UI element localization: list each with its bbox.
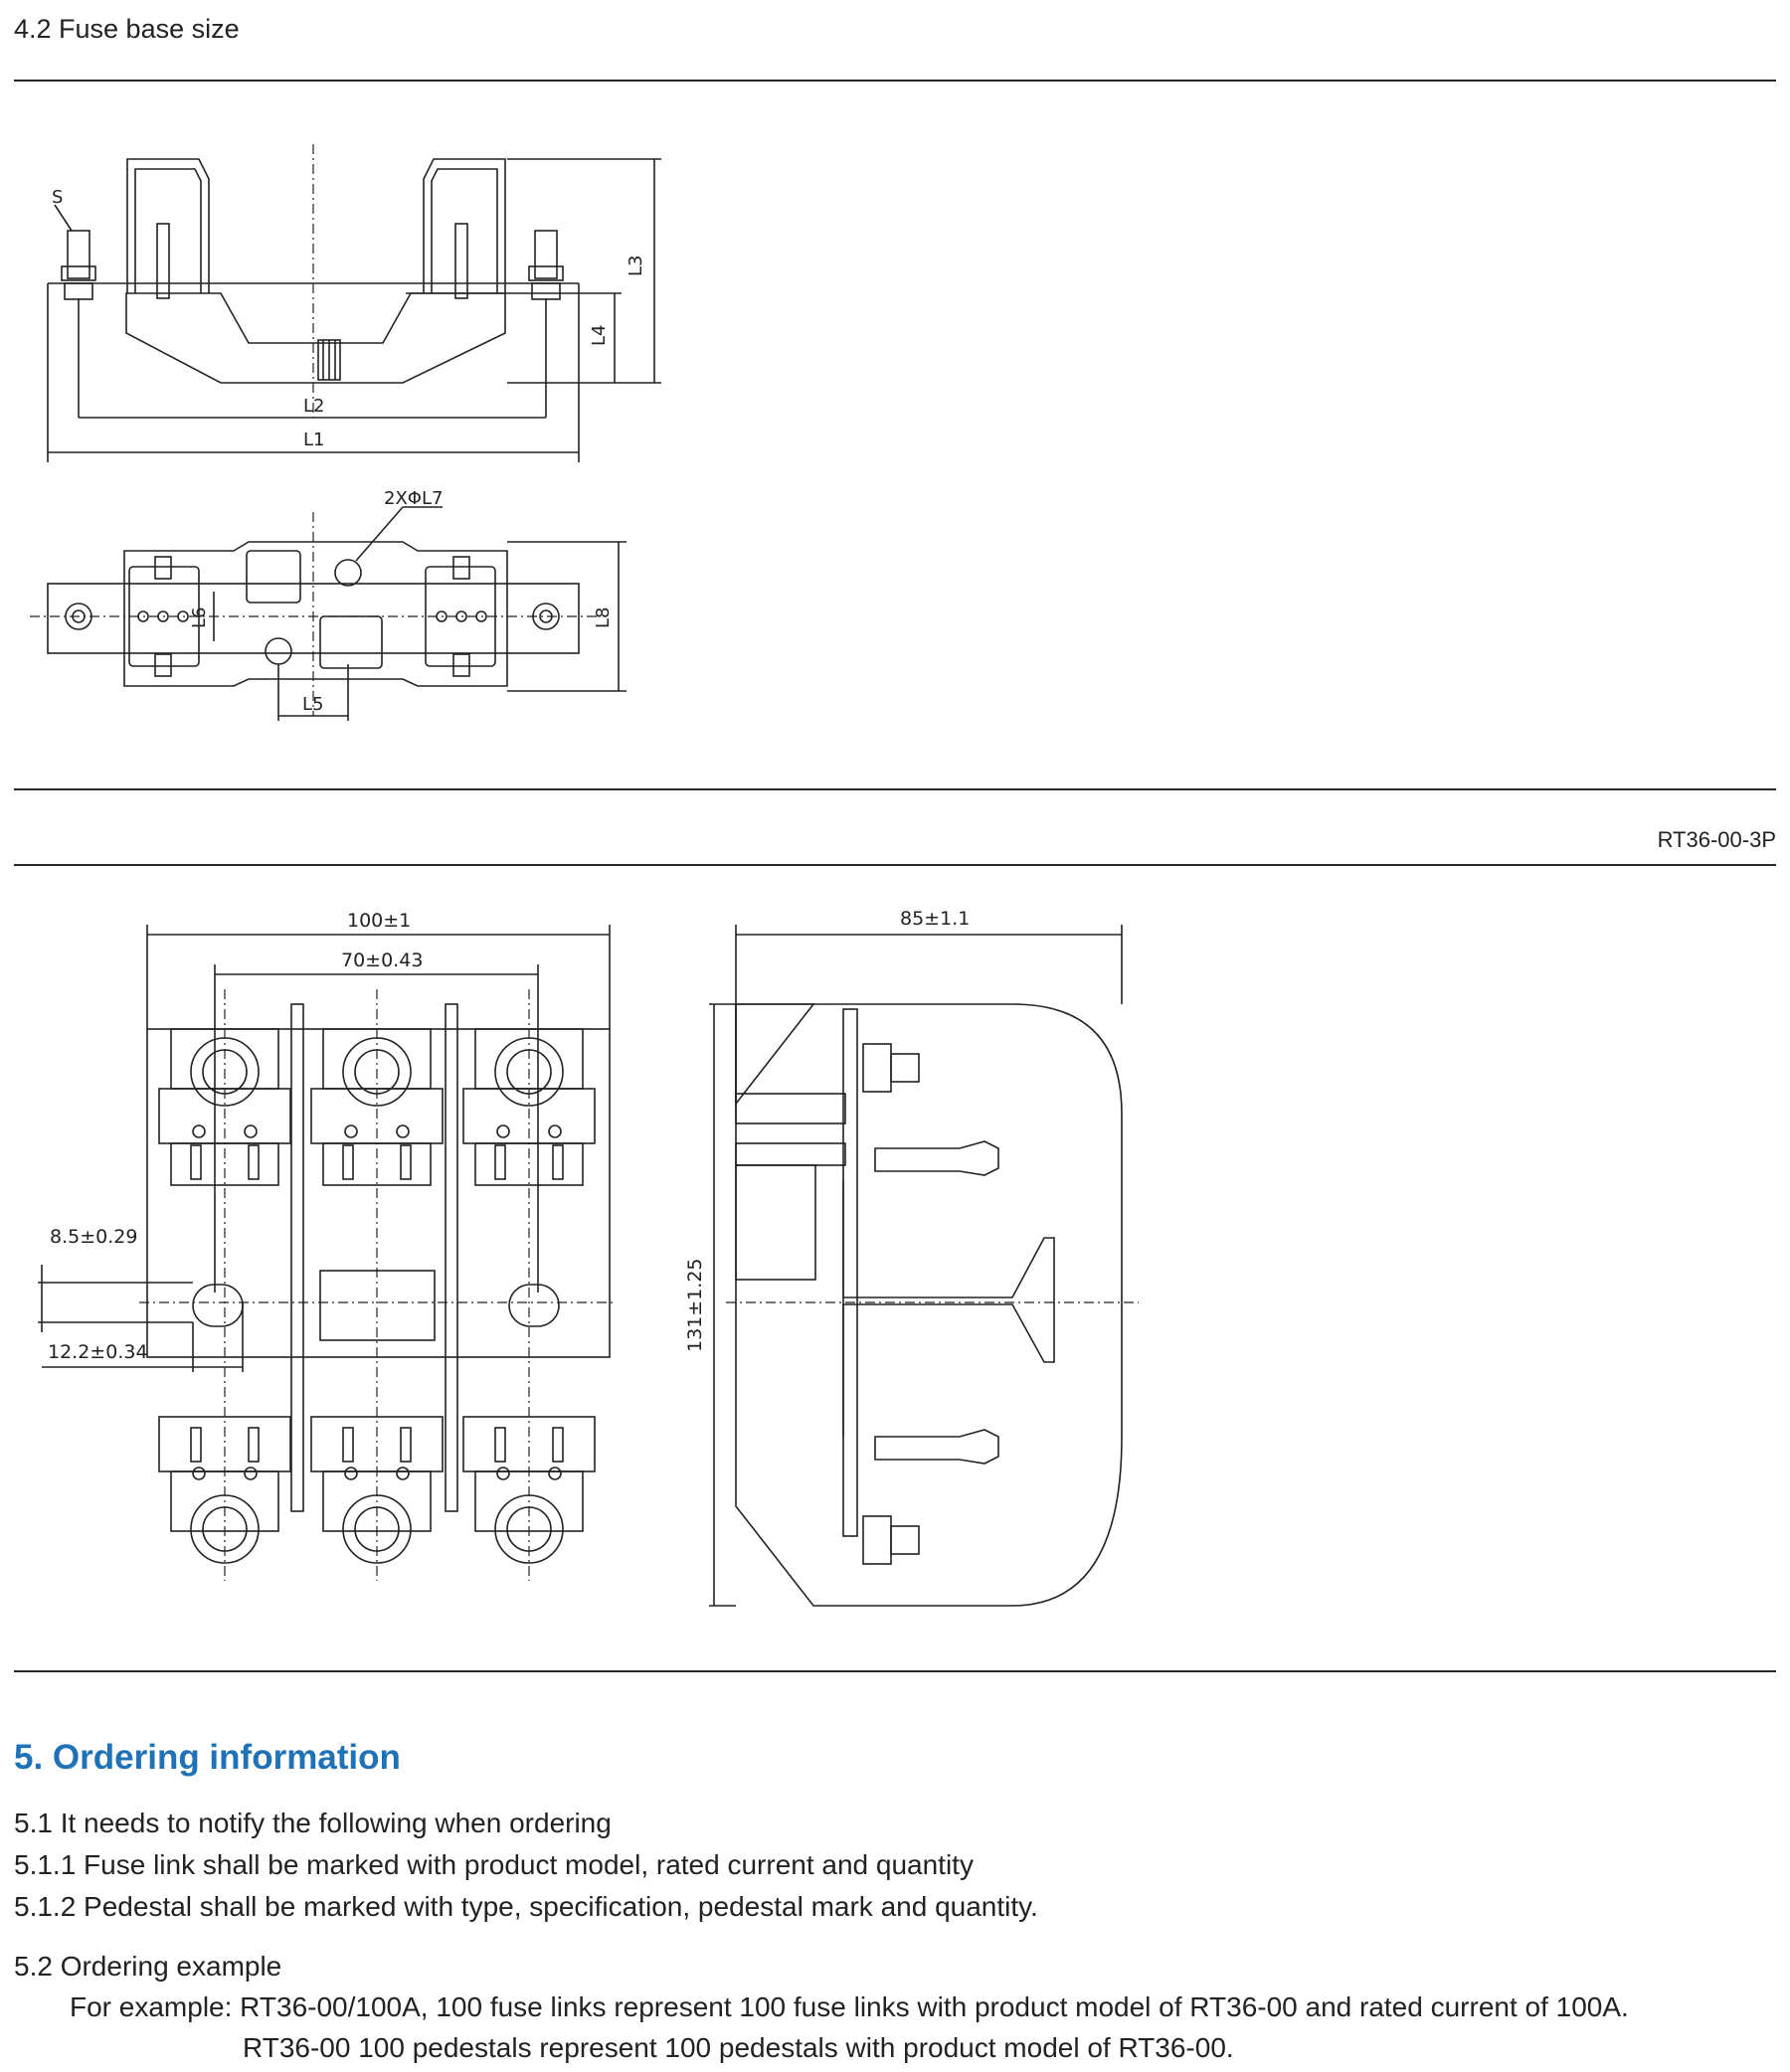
model-code: RT36-00-3P — [1657, 827, 1776, 852]
dim-depth: 85±1.1 — [900, 908, 970, 930]
dim-height: 131±1.25 — [684, 1259, 706, 1353]
section-heading: 5. Ordering information — [14, 1738, 401, 1777]
label-l6: L6 — [189, 607, 210, 628]
ordering-example-line: RT36-00 100 pedestals represent 100 pede… — [243, 2032, 1234, 2063]
label-l4: L4 — [589, 325, 610, 346]
label-l3: L3 — [626, 256, 646, 276]
fuse-base-drawing: S L2 L1 L3 L4 2XΦL7 L6 L8 L5 — [30, 144, 661, 721]
label-l8: L8 — [593, 607, 614, 628]
model-drawing: 100±1 70±0.43 8.5±0.29 12.2±0.34 85±1.1 … — [38, 908, 1139, 1607]
ordering-example-line: For example: RT36-00/100A, 100 fuse link… — [70, 1991, 1629, 2022]
divider — [14, 788, 1776, 790]
label-l1: L1 — [303, 430, 324, 450]
section-title: 4.2 Fuse base size — [14, 14, 240, 44]
divider — [14, 1670, 1776, 1672]
label-l2: L2 — [303, 396, 324, 417]
ordering-line: 5.1 It needs to notify the following whe… — [14, 1808, 612, 1838]
divider — [14, 864, 1776, 866]
ordering-notes: 5.1 It needs to notify the following whe… — [14, 1804, 1038, 1929]
ordering-line: 5.1.1 Fuse link shall be marked with pro… — [14, 1849, 974, 1880]
label-l5: L5 — [302, 694, 323, 715]
ordering-example-title: 5.2 Ordering example — [14, 1951, 282, 1982]
label-s: S — [52, 187, 63, 208]
dim-slot-width: 8.5±0.29 — [50, 1226, 137, 1248]
dim-slot-length: 12.2±0.34 — [48, 1341, 148, 1363]
dim-width: 100±1 — [347, 910, 411, 932]
ordering-line: 5.1.2 Pedestal shall be marked with type… — [14, 1891, 1038, 1922]
label-l7: 2XΦL7 — [384, 488, 443, 509]
divider — [14, 80, 1776, 82]
dim-pitch: 70±0.43 — [341, 950, 423, 971]
